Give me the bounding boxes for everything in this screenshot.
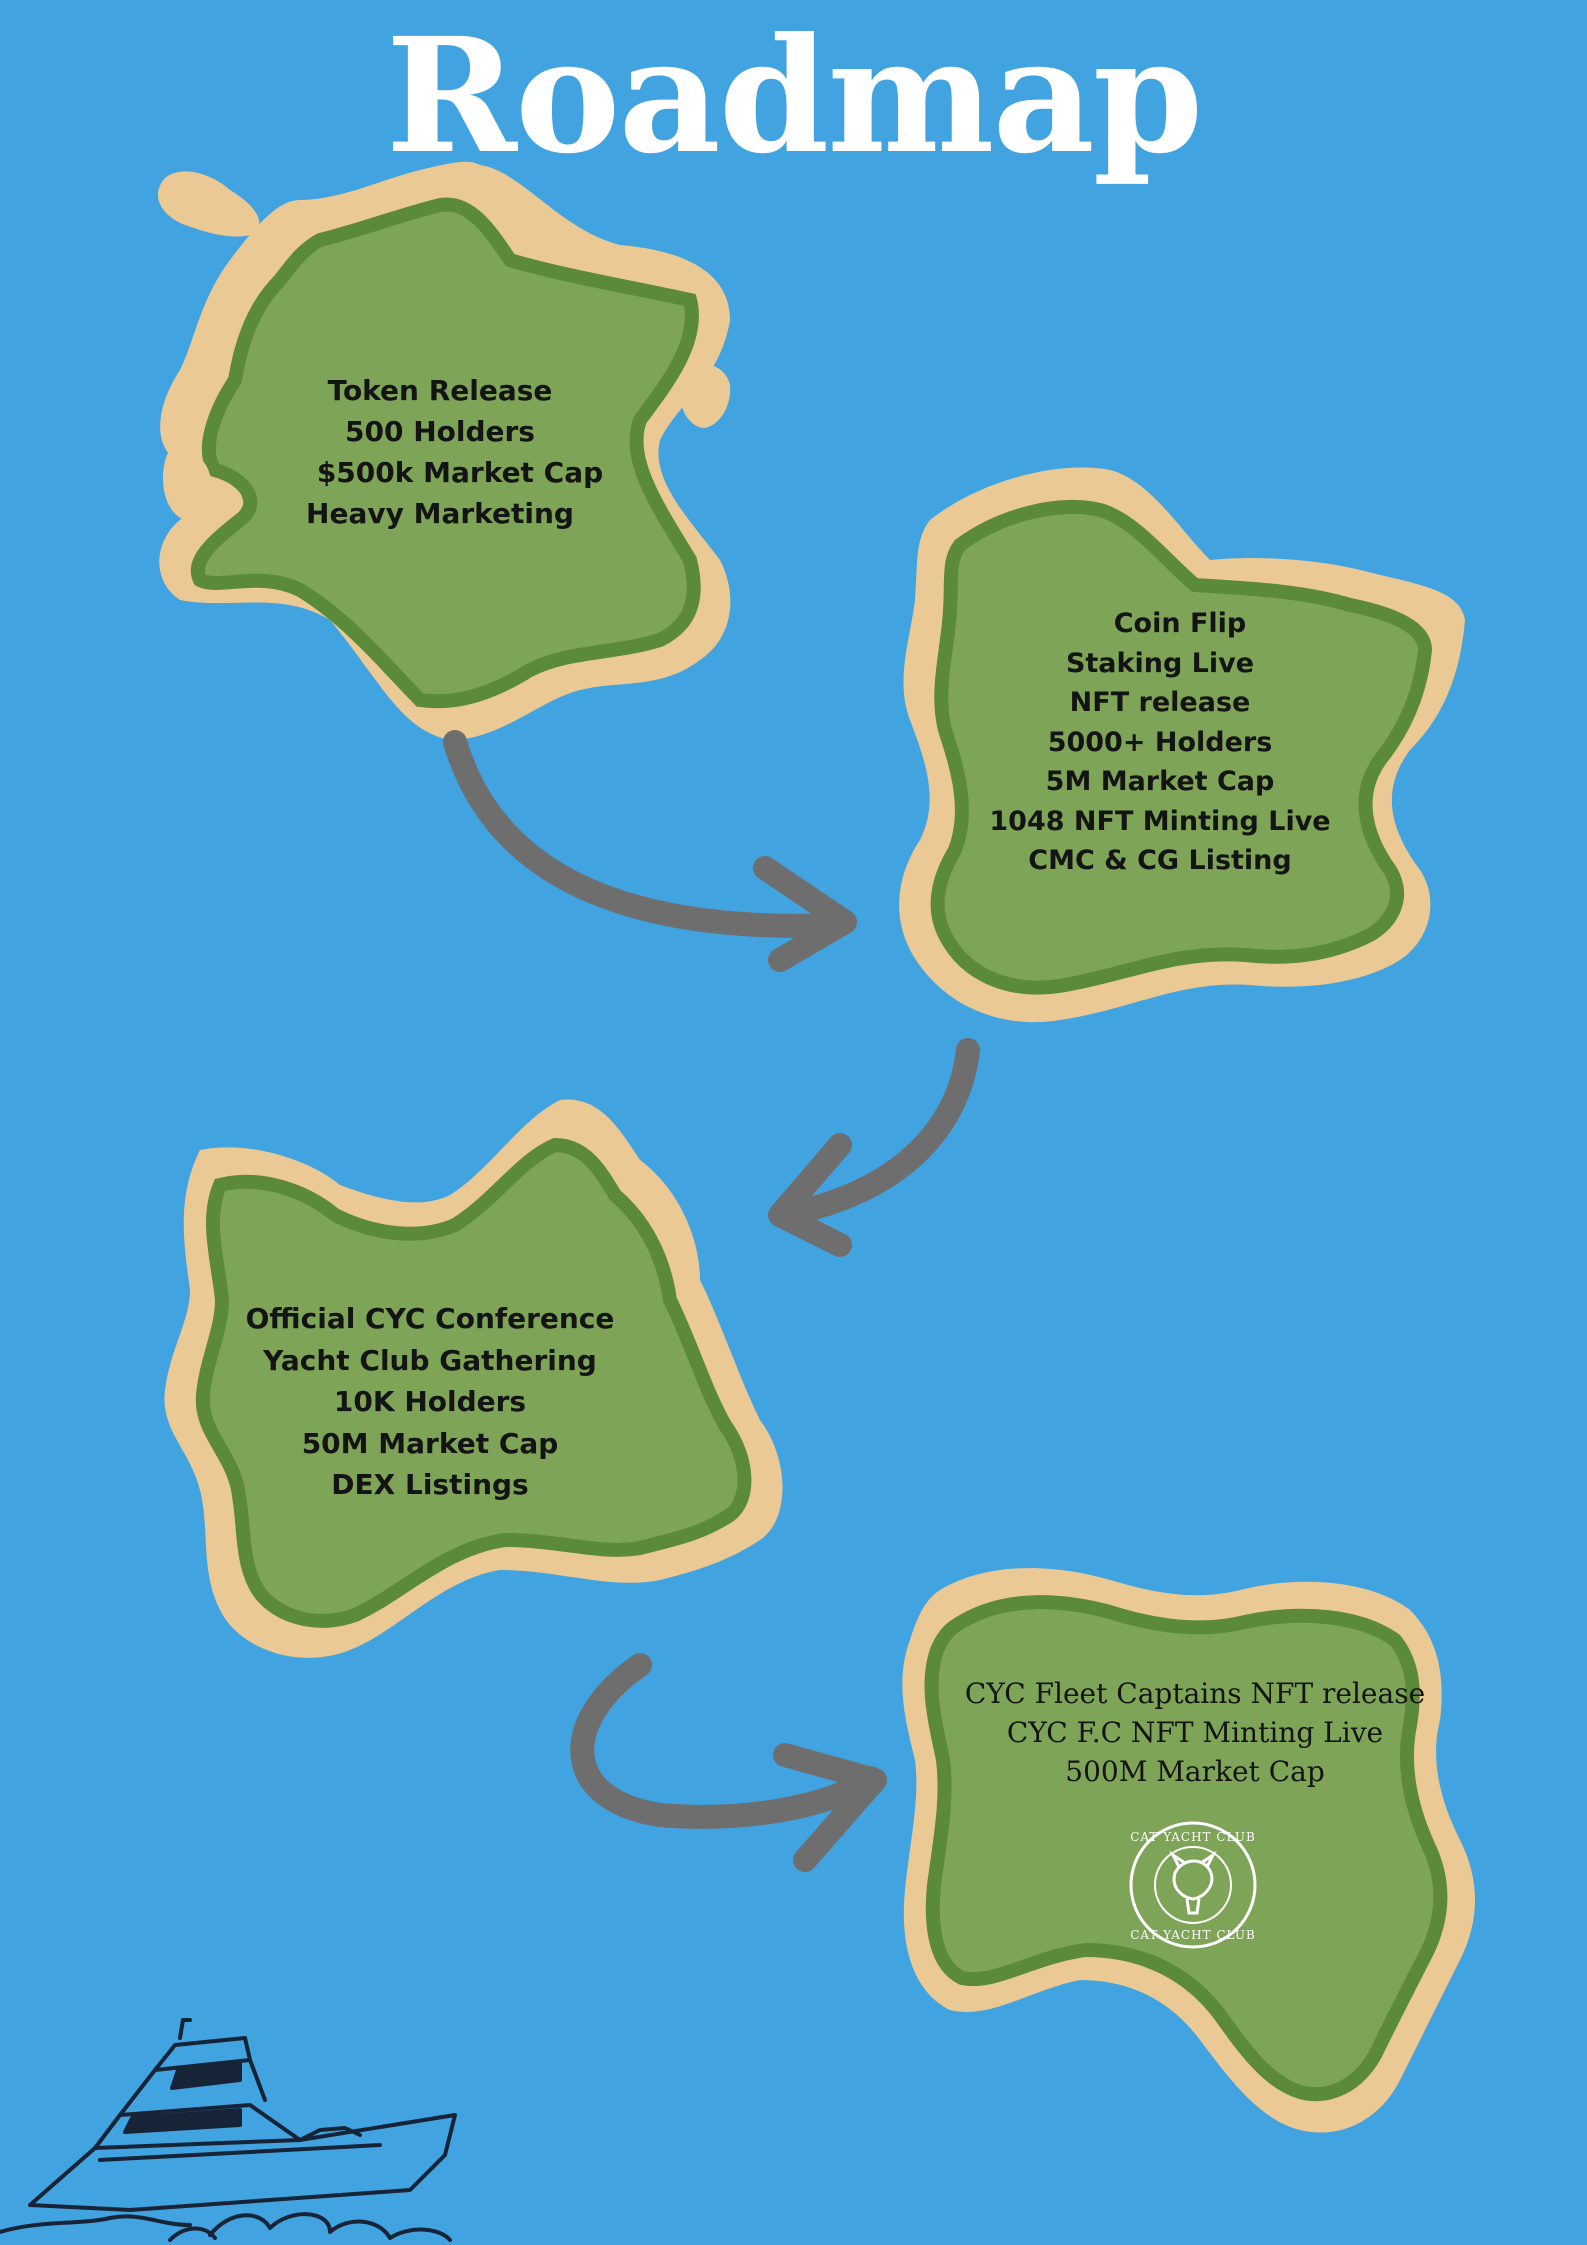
island-3-text: Official CYC Conference Yacht Club Gathe… bbox=[180, 1298, 680, 1506]
island-2-line: CMC & CG Listing bbox=[1028, 845, 1292, 876]
island-2-line: NFT release bbox=[1069, 687, 1251, 718]
island-3-line: Official CYC Conference bbox=[245, 1302, 615, 1335]
island-4-line: CYC F.C NFT Minting Live bbox=[1006, 1716, 1384, 1749]
island-4-line: CYC Fleet Captains NFT release bbox=[964, 1677, 1426, 1710]
island-1-line: Heavy Marketing bbox=[306, 497, 574, 530]
island-3-grass bbox=[195, 1137, 752, 1628]
island-3-line: 10K Holders bbox=[333, 1385, 527, 1418]
island-3-line: Yacht Club Gathering bbox=[263, 1343, 597, 1377]
island-2-grass bbox=[930, 499, 1433, 995]
logo-text-top: CAT YACHT CLUB bbox=[1130, 1830, 1256, 1844]
island-1-line: 500 Holders bbox=[345, 415, 535, 448]
island-4-text: CYC Fleet Captains NFT release CYC F.C N… bbox=[900, 1674, 1490, 1791]
island-3 bbox=[164, 1099, 783, 1658]
island-2-line: Coin Flip bbox=[1113, 608, 1247, 639]
island-2-line: 5000+ Holders bbox=[1047, 726, 1273, 758]
island-2-text: Coin Flip Staking Live NFT release 5000+… bbox=[910, 604, 1410, 881]
island-2-line: 5M Market Cap bbox=[1045, 766, 1275, 797]
island-4-line: 500M Market Cap bbox=[1065, 1755, 1325, 1788]
island-2 bbox=[899, 467, 1465, 1023]
island-1-islet-a bbox=[157, 171, 260, 237]
island-1-text: Token Release 500 Holders $500k Market C… bbox=[200, 370, 680, 534]
roadmap-title: Roadmap bbox=[385, 4, 1204, 189]
island-1-line: $500k Market Cap bbox=[316, 456, 604, 489]
island-1-grass bbox=[190, 197, 701, 709]
island-1-islet-c bbox=[680, 365, 731, 428]
arrow-1 bbox=[443, 730, 857, 972]
island-2-line: Staking Live bbox=[1065, 647, 1255, 679]
yacht-illustration bbox=[0, 2018, 457, 2242]
arrow-2 bbox=[768, 1038, 980, 1257]
island-1-islet-b bbox=[162, 448, 211, 520]
island-2-line: 1048 NFT Minting Live bbox=[989, 805, 1331, 837]
arrow-3 bbox=[570, 1653, 887, 1872]
cat-yacht-club-logo: CAT YACHT CLUB CAT YACHT CLUB bbox=[1129, 1821, 1257, 1949]
island-3-line: DEX Listings bbox=[331, 1468, 529, 1501]
island-1-line: Token Release bbox=[327, 374, 553, 407]
island-1 bbox=[157, 161, 731, 741]
island-4 bbox=[902, 1568, 1475, 2133]
logo-text-bottom: CAT YACHT CLUB bbox=[1130, 1928, 1256, 1942]
island-3-line: 50M Market Cap bbox=[301, 1426, 559, 1460]
